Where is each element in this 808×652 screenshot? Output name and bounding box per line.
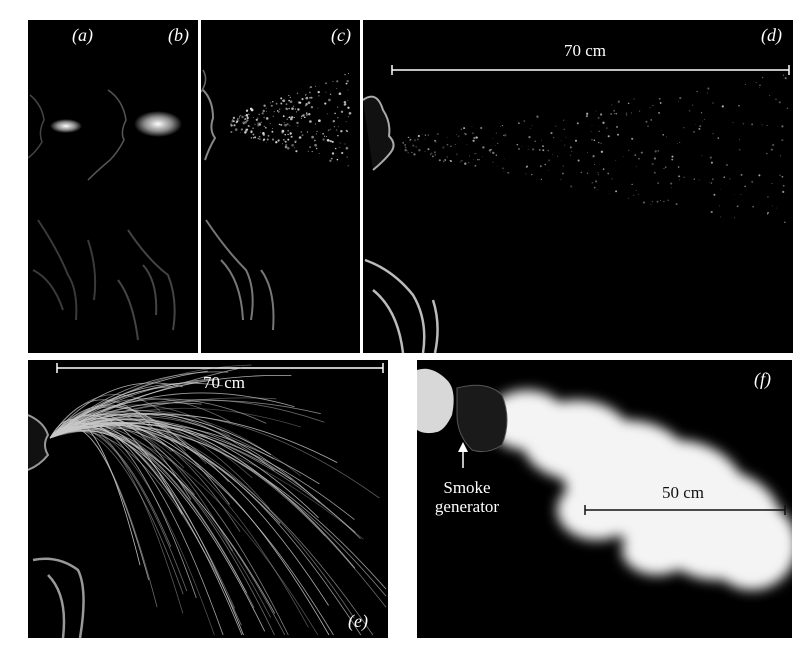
panel-label-a: (a) bbox=[72, 25, 93, 45]
scale-bar-label-f: 50 cm bbox=[662, 483, 705, 502]
panel-f-photo: Smoke generator 50 cm (f) bbox=[417, 360, 792, 638]
annotation-line-2: generator bbox=[434, 497, 500, 516]
panel-label-c: (c) bbox=[331, 25, 351, 45]
smoke-generator-annotation: Smoke generator bbox=[429, 478, 505, 516]
scale-bar-label-d: 70 cm bbox=[564, 41, 607, 60]
sneeze-droplets-d bbox=[363, 65, 790, 353]
panel-d-photo: 70 cm (d) bbox=[363, 20, 793, 353]
sneeze-silhouettes-a-b bbox=[28, 89, 182, 341]
panel-e-photo: 70 cm (e) bbox=[28, 360, 388, 638]
panel-a-b-photo: (a) (b) bbox=[28, 20, 198, 353]
panel-label-b: (b) bbox=[168, 25, 189, 45]
panel-label-f: (f) bbox=[754, 369, 771, 389]
panel-label-d: (d) bbox=[761, 25, 782, 45]
smoke-plume-f bbox=[417, 368, 792, 590]
panel-c-photo: (c) bbox=[201, 20, 360, 353]
panel-label-e: (e) bbox=[348, 611, 368, 631]
sneeze-streaks-e bbox=[28, 363, 387, 638]
sneeze-spray-c bbox=[201, 69, 352, 331]
scale-bar-label-e: 70 cm bbox=[203, 373, 246, 392]
annotation-line-1: Smoke bbox=[443, 478, 491, 497]
